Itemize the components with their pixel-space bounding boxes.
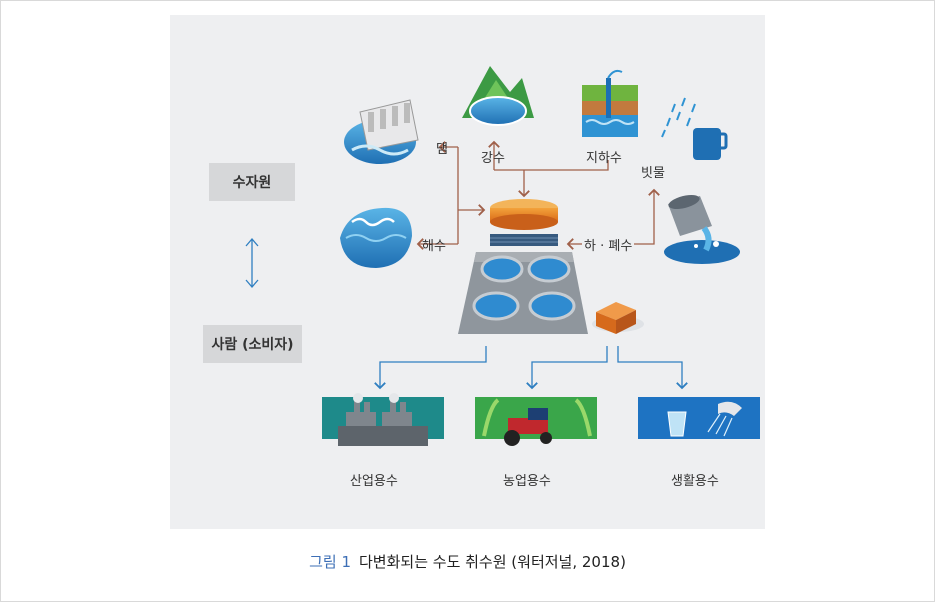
water-resource-label: 수자원 bbox=[232, 175, 272, 191]
water-treatment-plant-icon bbox=[458, 199, 588, 334]
domestic-use-label: 생활용수 bbox=[671, 474, 719, 489]
river-icon bbox=[462, 66, 534, 126]
use-arrows bbox=[374, 346, 688, 390]
figure-caption: 그림 1 다변화되는 수도 취수원 (워터저널, 2018) bbox=[0, 551, 935, 572]
figure-caption-text: 다변화되는 수도 취수원 (워터저널, 2018) bbox=[359, 553, 626, 571]
consumer-label: 사람 (소비자) bbox=[211, 337, 294, 353]
seawater-icon bbox=[340, 207, 412, 268]
water-resource-box: 수자원 bbox=[209, 163, 295, 201]
rain-label: 빗물 bbox=[641, 166, 665, 181]
rain-icon bbox=[661, 97, 728, 160]
industrial-use-label: 산업용수 bbox=[350, 474, 398, 489]
source-arrows bbox=[416, 140, 660, 250]
industrial-use-icon bbox=[322, 393, 444, 446]
wastewater-label: 하 · 폐수 bbox=[584, 239, 633, 254]
groundwater-icon bbox=[582, 69, 638, 137]
seawater-label: 해수 bbox=[422, 239, 446, 254]
dam-label: 댐 bbox=[436, 142, 448, 157]
diagram-panel bbox=[170, 15, 765, 529]
bidirectional-arrow bbox=[245, 238, 259, 288]
consumer-box: 사람 (소비자) bbox=[203, 325, 302, 363]
river-label: 강수 bbox=[481, 151, 505, 166]
domestic-use-icon bbox=[638, 397, 760, 439]
agricultural-use-icon bbox=[475, 397, 597, 446]
dam-icon bbox=[344, 99, 419, 164]
figure-number: 그림 1 bbox=[309, 553, 351, 571]
agricultural-use-label: 농업용수 bbox=[503, 474, 551, 489]
distribution-box-icon bbox=[592, 302, 644, 334]
wastewater-icon bbox=[664, 195, 740, 264]
groundwater-label: 지하수 bbox=[586, 151, 622, 166]
